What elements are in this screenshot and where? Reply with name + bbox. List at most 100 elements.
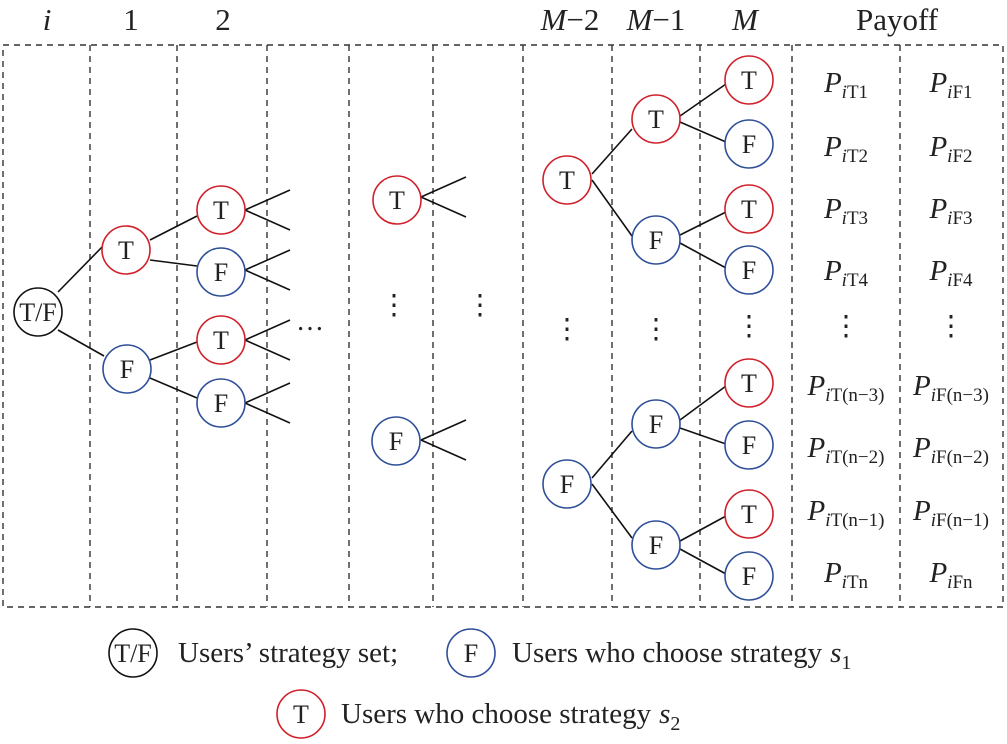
legend-tf: T/F Users’ strategy set;: [108, 628, 398, 678]
node-t-level2-a: T: [196, 185, 246, 235]
payoff-f: PiF1: [928, 67, 972, 103]
payoff-t: PiT(n−3): [807, 370, 885, 406]
node-t-m-7: T: [724, 489, 774, 539]
node-t-level2-b: T: [196, 315, 246, 365]
svg-text:F: F: [742, 562, 756, 591]
payoff-row: PiT(n−2) PiF(n−2): [807, 432, 989, 468]
node-f-m-6: F: [724, 420, 774, 470]
svg-text:T: T: [741, 195, 757, 224]
node-t-m-5: T: [724, 358, 774, 408]
svg-text:F: F: [742, 256, 756, 285]
svg-text:T: T: [213, 196, 229, 225]
legend-tf-swatch: [108, 628, 158, 678]
ellipsis-marks: … ⋮ ⋮ ⋮ ⋮ ⋮ ⋮ ⋮: [296, 290, 965, 345]
node-f-level2-a: F: [196, 247, 246, 297]
header-2: 2: [215, 2, 231, 37]
ellipsis-vertical-m-minus-2: ⋮: [553, 314, 581, 345]
ellipsis-vertical-m: ⋮: [735, 311, 763, 342]
payoff-f: PiF2: [928, 131, 972, 167]
legend-f-swatch: [446, 628, 496, 678]
header-m-minus-1: M−1: [626, 2, 686, 37]
node-t-middle: T: [372, 175, 422, 225]
payoff-f: PiF(n−3): [912, 370, 989, 406]
svg-text:F: F: [214, 389, 228, 418]
column-headers: i 1 2 M−2 M−1 M Payoff: [43, 2, 939, 37]
ellipsis-horizontal: …: [296, 306, 324, 337]
payoff-row: PiT1 PiF1: [823, 67, 973, 103]
outer-frame: [2, 44, 1004, 608]
column-frame: [2, 44, 1004, 608]
svg-text:F: F: [120, 355, 134, 384]
svg-text:F: F: [560, 470, 574, 499]
payoff-table: PiT1 PiF1 PiT2 PiF2 PiT3 PiF3 PiT4 PiF4 …: [807, 67, 989, 593]
svg-text:F: F: [649, 226, 663, 255]
payoff-row: PiTn PiFn: [823, 557, 973, 593]
payoff-row: PiT3 PiF3: [823, 193, 973, 229]
payoff-t: PiT(n−1): [807, 495, 885, 531]
node-f-level2-b: F: [196, 378, 246, 428]
legend-tf-text: Users’ strategy set;: [178, 637, 398, 669]
node-f-m-4: F: [724, 245, 774, 295]
svg-text:T: T: [213, 326, 229, 355]
node-f-m-minus-1-c: F: [631, 520, 681, 570]
payoff-t: PiT2: [823, 131, 868, 167]
node-t-level1: T: [101, 225, 151, 275]
node-t-m-3: T: [724, 184, 774, 234]
header-i: i: [43, 2, 52, 37]
svg-text:T: T: [389, 186, 405, 215]
ellipsis-vertical-m-minus-1: ⋮: [642, 314, 670, 345]
payoff-t: PiT(n−2): [807, 432, 885, 468]
payoff-t: PiT3: [823, 193, 868, 229]
payoff-t: PiT4: [823, 255, 869, 291]
ellipsis-vertical-payoff-t: ⋮: [832, 311, 860, 342]
node-f-m-minus-2: F: [542, 459, 592, 509]
node-t-m-minus-1-a: T: [631, 94, 681, 144]
svg-text:F: F: [742, 130, 756, 159]
svg-text:F: F: [649, 410, 663, 439]
header-1: 1: [123, 2, 139, 37]
node-f-level1: F: [102, 344, 152, 394]
legend-f-symbol: F: [464, 639, 478, 668]
payoff-f: PiF(n−1): [912, 495, 989, 531]
payoff-f: PiF3: [928, 193, 972, 229]
node-f-m-2: F: [724, 119, 774, 169]
node-f-m-minus-1-a: F: [631, 215, 681, 265]
legend-t-swatch: [276, 689, 326, 739]
svg-text:T: T: [741, 500, 757, 529]
svg-text:T: T: [648, 105, 664, 134]
legend: T/F Users’ strategy set; F Users who cho…: [108, 628, 851, 739]
ellipsis-vertical-payoff-f: ⋮: [937, 311, 965, 342]
svg-text:T: T: [741, 66, 757, 95]
svg-text:T: T: [741, 369, 757, 398]
payoff-t: PiTn: [823, 557, 869, 593]
svg-text:T: T: [559, 166, 575, 195]
header-m: M: [731, 2, 760, 37]
header-payoff: Payoff: [856, 2, 939, 37]
node-f-m-minus-1-b: F: [631, 399, 681, 449]
node-t-m-1: T: [724, 55, 774, 105]
tree-edges: [57, 83, 727, 575]
payoff-row: PiT(n−3) PiF(n−3): [807, 370, 989, 406]
payoff-t: PiT1: [823, 67, 868, 103]
ellipsis-vertical-mid-1: ⋮: [380, 290, 408, 321]
payoff-f: PiF4: [928, 255, 973, 291]
legend-t-symbol: T: [293, 700, 309, 729]
payoff-f: PiF(n−2): [912, 432, 989, 468]
legend-tf-symbol: T/F: [114, 639, 152, 668]
svg-text:F: F: [214, 258, 228, 287]
payoff-row: PiT(n−1) PiF(n−1): [807, 495, 989, 531]
payoff-row: PiT4 PiF4: [823, 255, 973, 291]
tree-nodes: T/F T F T F T F T: [13, 55, 774, 601]
ellipsis-vertical-mid-2: ⋮: [466, 290, 494, 321]
node-f-middle: F: [371, 416, 421, 466]
payoff-f: PiFn: [928, 557, 973, 593]
node-f-m-8: F: [724, 551, 774, 601]
payoff-row: PiT2 PiF2: [823, 131, 973, 167]
node-t-m-minus-2: T: [542, 155, 592, 205]
header-m-minus-2: M−2: [540, 2, 600, 37]
svg-text:F: F: [649, 531, 663, 560]
